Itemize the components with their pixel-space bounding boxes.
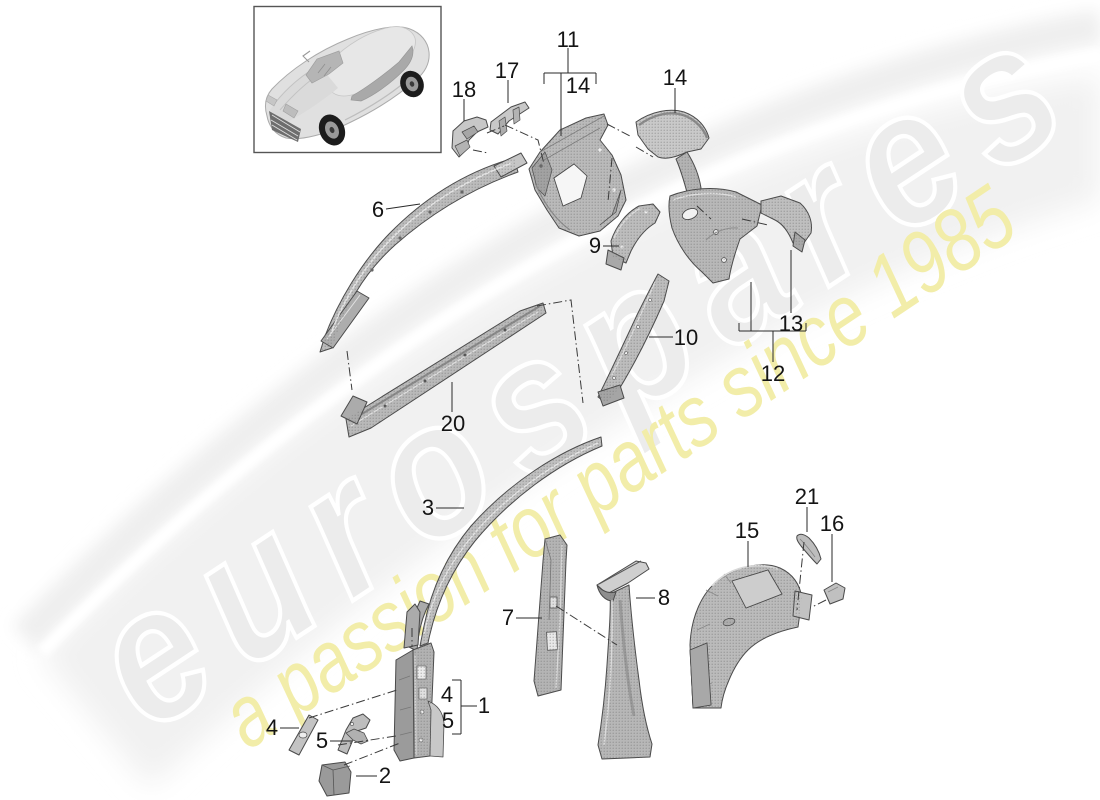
svg-text:11: 11 bbox=[557, 27, 580, 52]
svg-text:14: 14 bbox=[566, 73, 590, 98]
svg-text:13: 13 bbox=[779, 311, 803, 336]
svg-text:9: 9 bbox=[589, 233, 601, 258]
svg-text:10: 10 bbox=[674, 325, 698, 350]
svg-text:4: 4 bbox=[441, 682, 453, 707]
svg-text:2: 2 bbox=[379, 763, 391, 788]
svg-text:21: 21 bbox=[795, 484, 819, 509]
svg-text:8: 8 bbox=[658, 585, 670, 610]
svg-text:16: 16 bbox=[820, 511, 844, 536]
svg-text:15: 15 bbox=[735, 518, 759, 543]
svg-text:14: 14 bbox=[663, 65, 687, 90]
svg-text:1: 1 bbox=[478, 693, 490, 718]
svg-text:3: 3 bbox=[422, 495, 434, 520]
svg-text:20: 20 bbox=[441, 411, 465, 436]
svg-text:5: 5 bbox=[316, 728, 328, 753]
svg-text:12: 12 bbox=[761, 361, 785, 386]
svg-text:7: 7 bbox=[502, 605, 514, 630]
svg-text:4: 4 bbox=[266, 715, 278, 740]
svg-text:6: 6 bbox=[372, 197, 384, 222]
svg-text:18: 18 bbox=[452, 77, 476, 102]
svg-text:5: 5 bbox=[442, 708, 454, 733]
svg-text:17: 17 bbox=[495, 58, 519, 83]
